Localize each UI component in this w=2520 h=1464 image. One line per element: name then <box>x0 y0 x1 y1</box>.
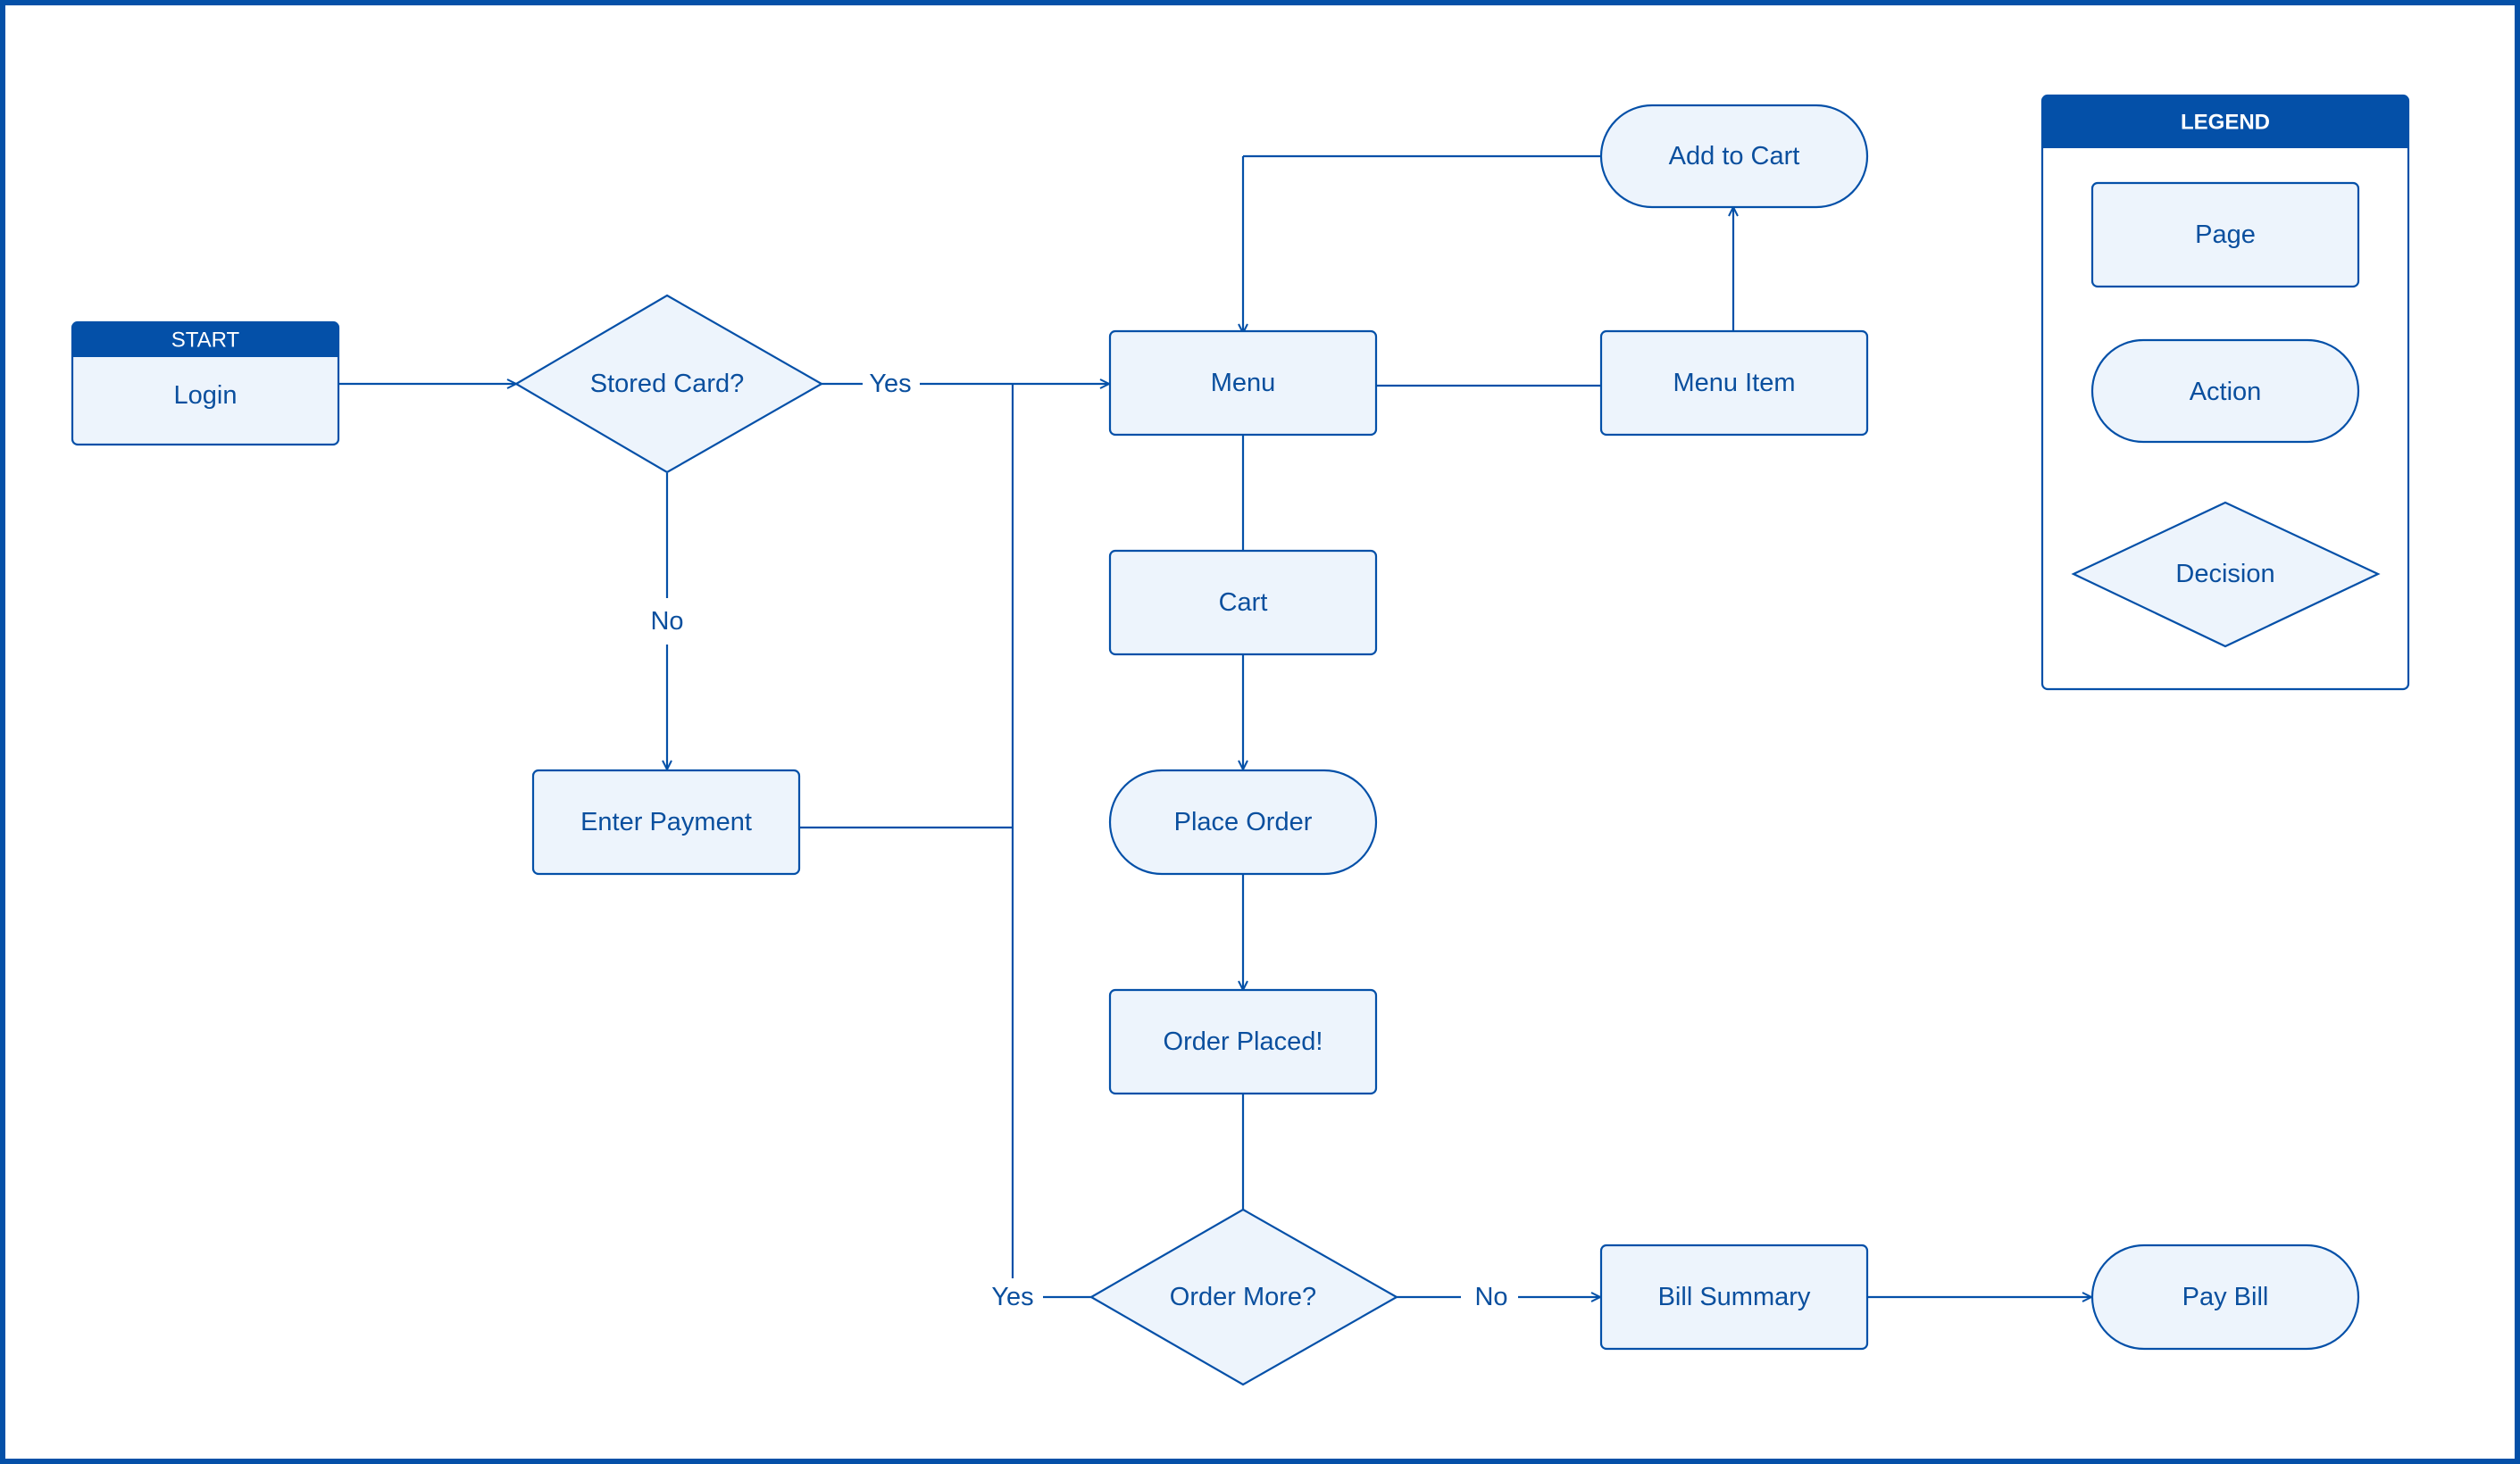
node-order-placed-box <box>1108 988 1378 1095</box>
node-menu-item-box <box>1599 329 1869 437</box>
node-bill-summary[interactable]: Bill Summary <box>1599 1244 1869 1351</box>
node-stored-card[interactable]: Stored Card? <box>513 294 824 474</box>
node-bill-summary-box <box>1599 1244 1869 1351</box>
node-login[interactable]: START Login <box>71 320 340 446</box>
node-pay-bill-label: Pay Bill <box>2182 1283 2269 1311</box>
node-menu-item[interactable]: Menu Item <box>1599 329 1869 437</box>
node-login-label: Login <box>174 381 238 410</box>
node-order-placed-label: Order Placed! <box>1164 1027 1323 1056</box>
node-place-order[interactable]: Place Order <box>1108 769 1378 876</box>
node-enter-payment[interactable]: Enter Payment <box>531 769 801 876</box>
edge-label-stored-card-yes: Yes <box>869 370 911 398</box>
legend-title: LEGEND <box>2181 111 2270 135</box>
node-cart[interactable]: Cart <box>1108 549 1378 656</box>
node-cart-label: Cart <box>1219 588 1268 617</box>
legend-header <box>2042 96 2408 148</box>
legend-action-shape <box>2090 338 2360 444</box>
node-place-order-pill <box>1108 769 1378 876</box>
node-pay-bill-pill <box>2090 1244 2360 1351</box>
edge-labels: Yes No Yes No <box>650 370 1507 1311</box>
node-add-to-cart-pill <box>1599 104 1869 209</box>
legend-action-label: Action <box>2190 378 2262 406</box>
edge-label-order-more-no: No <box>1474 1283 1507 1311</box>
legend-page-label: Page <box>2195 220 2256 249</box>
legend: LEGEND Page Action Decision <box>2040 94 2410 691</box>
node-enter-payment-box <box>531 769 801 876</box>
node-menu-box <box>1108 329 1378 437</box>
node-bill-summary-label: Bill Summary <box>1658 1283 1811 1311</box>
node-menu-label: Menu <box>1211 369 1276 397</box>
node-cart-box <box>1108 549 1378 656</box>
node-pay-bill[interactable]: Pay Bill <box>2090 1244 2360 1351</box>
stored-card-diamond <box>513 294 824 474</box>
node-login-header <box>72 322 338 357</box>
legend-page-shape <box>2090 181 2360 288</box>
flowchart: Yes No Yes No START Login Stored Card? E… <box>71 94 2410 1386</box>
node-stored-card-label: Stored Card? <box>590 370 745 398</box>
node-menu-item-label: Menu Item <box>1673 369 1796 397</box>
node-add-to-cart[interactable]: Add to Cart <box>1599 104 1869 209</box>
connectors <box>338 154 2091 1297</box>
node-place-order-label: Place Order <box>1174 808 1313 836</box>
node-order-more[interactable]: Order More? <box>1089 1208 1399 1386</box>
node-menu[interactable]: Menu <box>1108 329 1378 437</box>
legend-decision-shape <box>2071 501 2381 648</box>
order-more-diamond <box>1089 1208 1399 1386</box>
legend-decision-label: Decision <box>2175 560 2274 588</box>
edge-label-stored-card-no: No <box>650 607 683 636</box>
node-enter-payment-label: Enter Payment <box>580 808 752 836</box>
start-label: START <box>171 329 240 353</box>
node-add-to-cart-label: Add to Cart <box>1669 142 1800 171</box>
node-order-placed[interactable]: Order Placed! <box>1108 988 1378 1095</box>
node-order-more-label: Order More? <box>1170 1283 1316 1311</box>
edge-label-order-more-yes: Yes <box>991 1283 1033 1311</box>
